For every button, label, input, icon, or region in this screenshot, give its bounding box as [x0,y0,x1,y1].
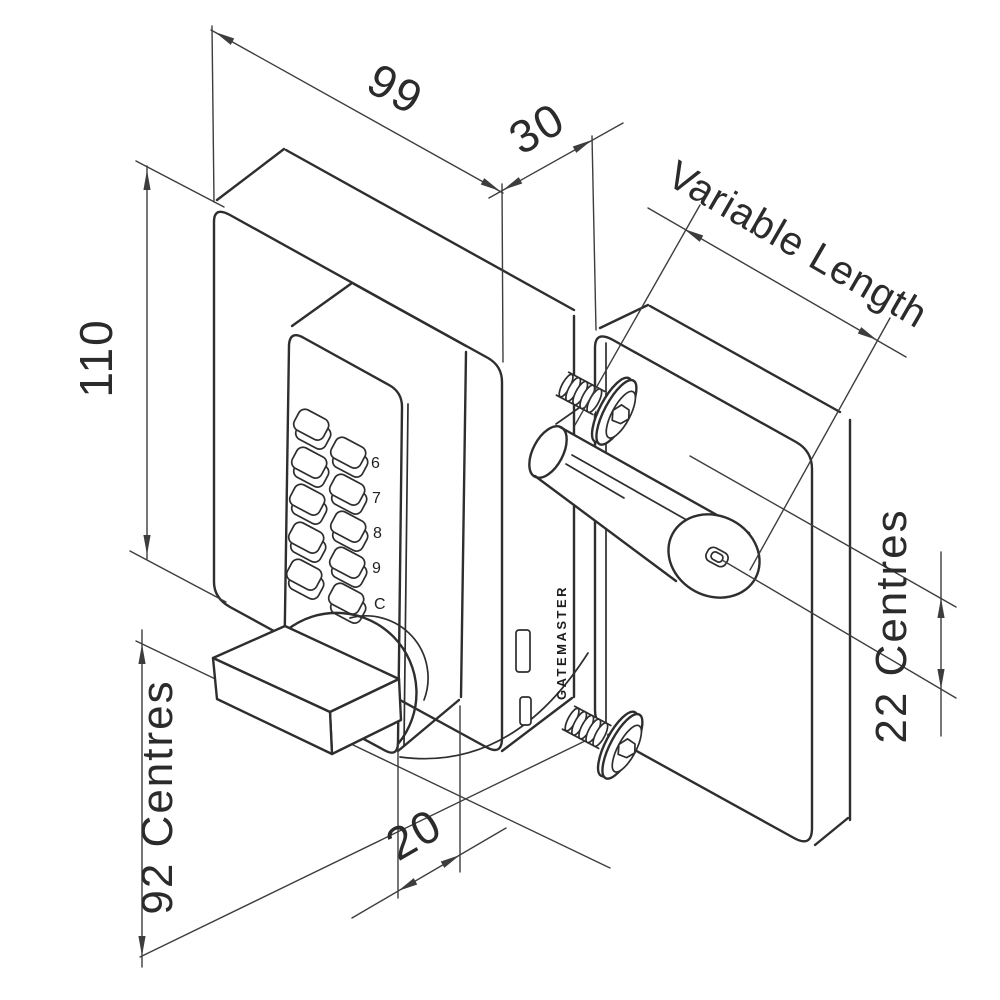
handle-paddle [667,513,761,599]
keypad-button-label: C [374,596,386,613]
dim-99-label: 99 [359,53,432,125]
handle [528,402,761,599]
keypad-button-label: 8 [373,525,382,542]
dim-line-20 [351,827,507,919]
thumbturn-knob [211,624,403,756]
dim-110-label: 110 [70,318,122,397]
dim-92-centres-label: 92 Centres [133,679,182,914]
brand-text: GATEMASTER [554,585,569,700]
dimensions: 99 30 110 92 Centres 20 Variable Length … [70,25,957,968]
keypad-button-label: 6 [371,455,380,472]
knob-housing [285,611,589,760]
dim-30-label: 30 [500,92,574,165]
dim-line-99 [210,29,504,194]
keypad-button-labels: 6 7 8 9 C [371,455,386,613]
latch-detail [519,696,532,726]
latch-bolt [515,629,531,673]
keypad-button-label: 9 [372,560,381,577]
dim-22-centres-label: 22 Centres [867,508,916,743]
keypad-button-label: 7 [372,490,381,507]
variable-length-label: Variable Length [660,153,935,337]
dim-20-label: 20 [377,798,451,871]
